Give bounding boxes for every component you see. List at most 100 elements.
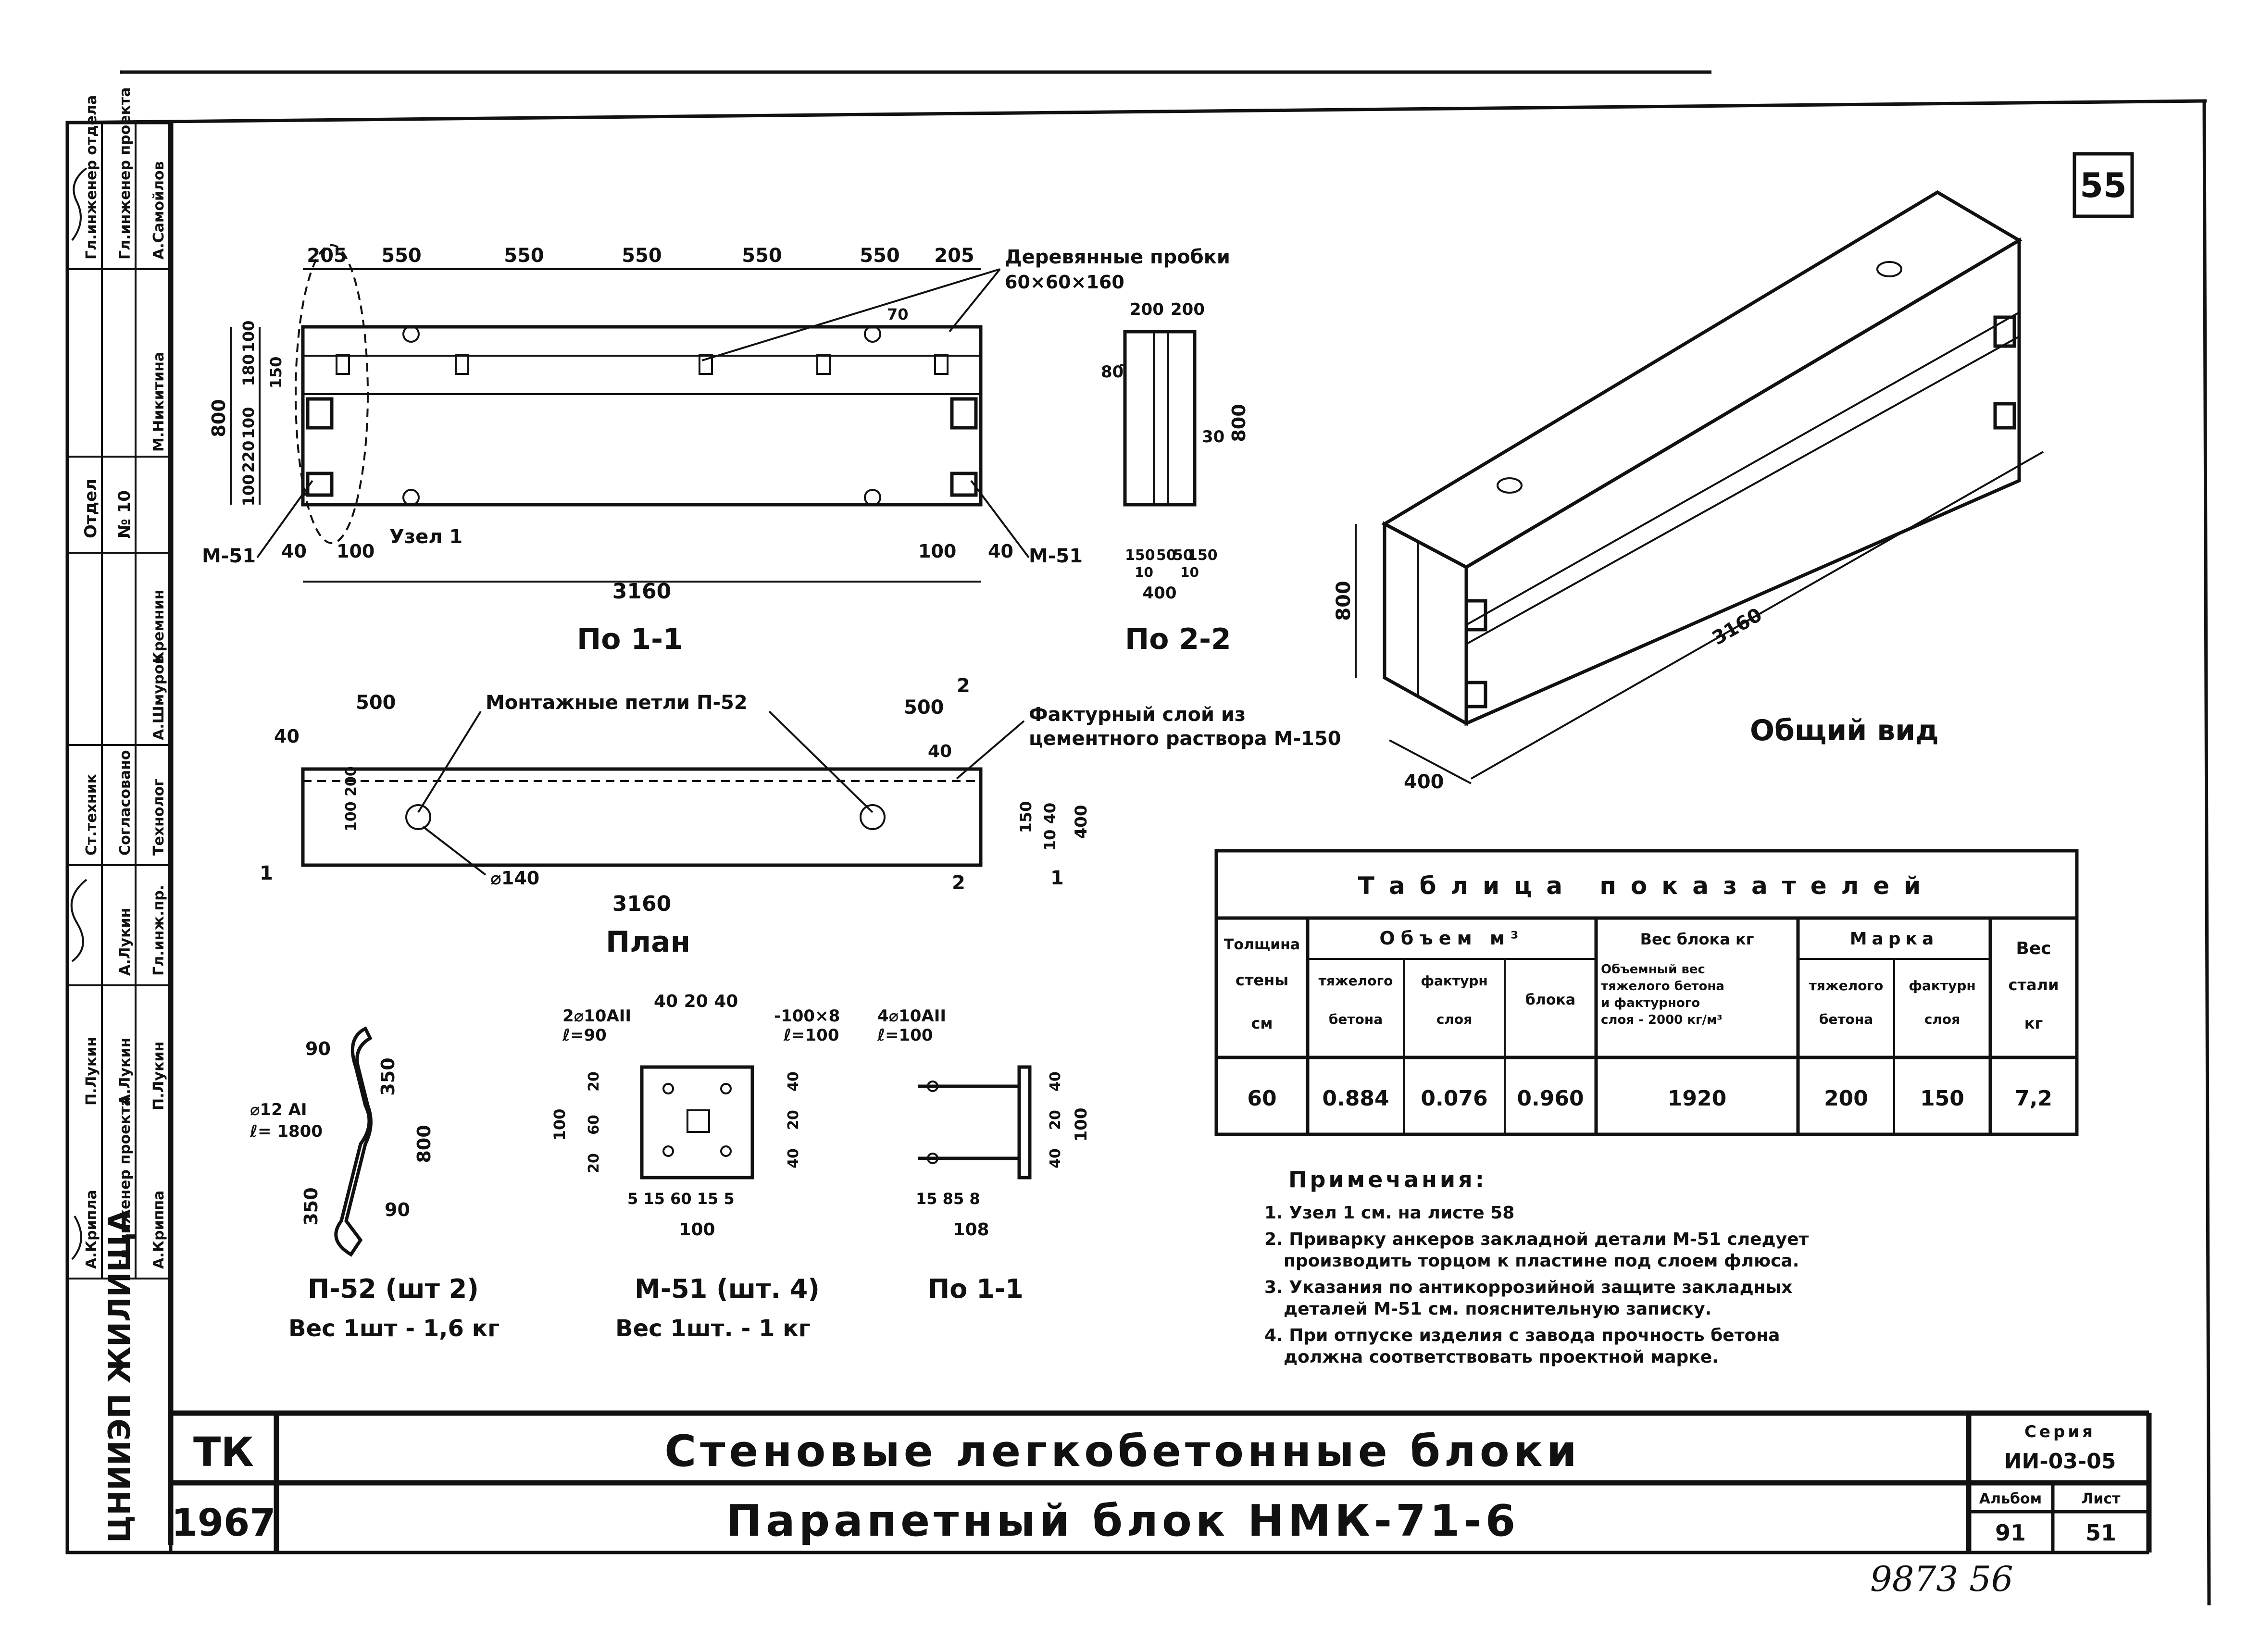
album-label: Альбом	[1979, 1491, 2042, 1507]
m51-right-40a: 40	[785, 1071, 802, 1092]
s22-b6: 10	[1180, 564, 1199, 580]
stamp-name-4: А.Шмуров	[150, 655, 167, 740]
s22-b4: 150	[1187, 547, 1218, 564]
m51-left-60: 60	[586, 1115, 602, 1135]
th-fact2: слоя	[1436, 1011, 1472, 1027]
plan-outline	[301, 767, 983, 867]
p52-d350b: 350	[300, 1187, 322, 1225]
th-steel: Вес	[2016, 939, 2051, 958]
node-1-outline	[295, 244, 369, 544]
signature-2	[70, 879, 87, 962]
note-4b: должна соответствовать проектной марке.	[1284, 1347, 1719, 1367]
s22-total: 400	[1143, 584, 1177, 603]
section-2-2-view: 200 200 80 30 800 150 50 50 150 10 10 40…	[1101, 300, 1249, 656]
stamp-row-5: Ст.техник	[83, 774, 100, 856]
plan-loops-label: Монтажные петли П-52	[486, 692, 748, 714]
series-value: ИИ-03-05	[2004, 1449, 2116, 1474]
iso-plate-4	[1993, 402, 2016, 430]
p52-caption: П-52 (шт 2)	[308, 1274, 479, 1304]
plan-cut-1-left: 1	[260, 862, 273, 884]
plan-facing-1: Фактурный слой из	[1029, 704, 1246, 726]
td-block: 0.960	[1517, 1086, 1584, 1111]
s22-top-2: 200	[1171, 300, 1205, 319]
iso-d400: 400	[1404, 771, 1444, 793]
th-gheavy: тяжелого	[1809, 978, 1884, 994]
block-outline	[301, 325, 983, 507]
title-block: ТК 1967 Стеновые легкобетонные блоки Пар…	[171, 1410, 2152, 1553]
th-wall: стены	[1236, 971, 1288, 989]
m51-plate-len: ℓ=100	[783, 1026, 839, 1045]
s22-d800: 800	[1228, 404, 1249, 442]
p52-d800: 800	[413, 1125, 435, 1163]
dim-left-100c: 100	[239, 321, 258, 353]
iso-end-face	[1383, 521, 1468, 726]
stamp-name-6: П.Лукин	[83, 1037, 100, 1105]
plan-d10-40: 10 40	[1041, 803, 1059, 851]
series-label: Серия	[2024, 1422, 2096, 1441]
th-kg: кг	[2024, 1014, 2043, 1032]
stamp-name-3: Кремнин	[150, 590, 167, 663]
th-grade: Марка	[1850, 929, 1939, 949]
dim-top-3: 550	[504, 245, 544, 267]
dim-top-7: 205	[934, 245, 974, 267]
stamp-row-4: № 10	[115, 490, 134, 538]
th-thickness: Толщина	[1224, 936, 1300, 953]
m51s-anchor-len: ℓ=100	[877, 1026, 933, 1045]
m51-center-mark	[687, 1109, 710, 1133]
plate-m51-view: 2⌀10АII ℓ=90 40 20 40 -100×8 ℓ=100 100 2…	[550, 992, 840, 1342]
wood-plugs-size: 60×60×160	[1005, 272, 1124, 293]
s22-top-1: 200	[1130, 300, 1164, 319]
indicators-table: Таблица показателей Толщина Объем м³ Вес…	[1214, 849, 2079, 1136]
m51-anchor-3	[662, 1145, 674, 1157]
plan-d40: 40	[274, 726, 300, 747]
frame-top	[67, 99, 2207, 124]
m51-bottom-total: 100	[679, 1220, 715, 1240]
loop-hole-4	[864, 489, 881, 506]
p52-d90b: 90	[385, 1199, 410, 1220]
m51-caption: М-51 (шт. 4)	[635, 1274, 820, 1304]
iso-plate-3	[1993, 315, 2016, 348]
iso-top-face	[1381, 190, 2023, 570]
section-1-1-caption: По 1-1	[577, 622, 683, 656]
sheet-number: 55	[2080, 166, 2126, 205]
m51-top-dims: 40 20 40	[654, 992, 738, 1011]
iso-front-face	[1464, 237, 2021, 726]
stamp-row-3: Отдел	[81, 479, 100, 538]
th-gheavy2: бетона	[1819, 1011, 1873, 1027]
iso-d3160: 3160	[1709, 604, 1766, 650]
dim-100-left: 100	[337, 541, 375, 562]
th-gfact: фактурн	[1909, 978, 1976, 994]
th-fact: фактурн	[1421, 973, 1488, 989]
plan-hole-dia: ⌀140	[490, 868, 539, 889]
plan-cut-1-right: 1	[1050, 867, 1064, 889]
p52-len: ℓ= 1800	[250, 1122, 323, 1141]
dim-left-220: 220	[239, 441, 258, 473]
m51-sec-plate	[1017, 1065, 1032, 1180]
stamp-row-6: Согласовано	[117, 750, 134, 856]
notes: Примечания: 1. Узел 1 см. на листе 58 2.…	[1264, 1167, 1809, 1367]
plan-d150: 150	[1017, 801, 1035, 833]
archive-number: 9873 56	[1870, 1559, 2013, 1599]
section-2-2-caption: По 2-2	[1125, 622, 1231, 656]
signature-3	[71, 1215, 82, 1260]
signature-1	[71, 167, 87, 241]
loop-p52-shape	[334, 1026, 373, 1257]
s22-d30: 30	[1202, 427, 1224, 447]
m51-right-label: М-51	[1029, 545, 1083, 567]
stamp-row-8: Гл.инж.пр.	[150, 885, 167, 976]
iso-hole-1	[1497, 477, 1523, 494]
s22-b2: 50	[1156, 547, 1176, 564]
stamp-name-5: А.Лукин	[117, 1038, 134, 1105]
m51-plate-label: -100×8	[774, 1006, 840, 1026]
embed-plate-tr	[950, 397, 978, 430]
iso-plate-2	[1464, 681, 1487, 708]
p52-d350a: 350	[377, 1057, 399, 1095]
m51-anchor-label: 2⌀10АII	[562, 1006, 631, 1026]
embed-plate-br	[950, 472, 978, 497]
th-gfact2: слоя	[1924, 1011, 1960, 1027]
title-year: 1967	[171, 1502, 275, 1545]
plan-d40-right: 40	[928, 742, 952, 761]
stamp-org: ЦНИИЭП ЖИЛИЩА	[102, 1209, 137, 1543]
m51-right-20: 20	[785, 1110, 802, 1130]
